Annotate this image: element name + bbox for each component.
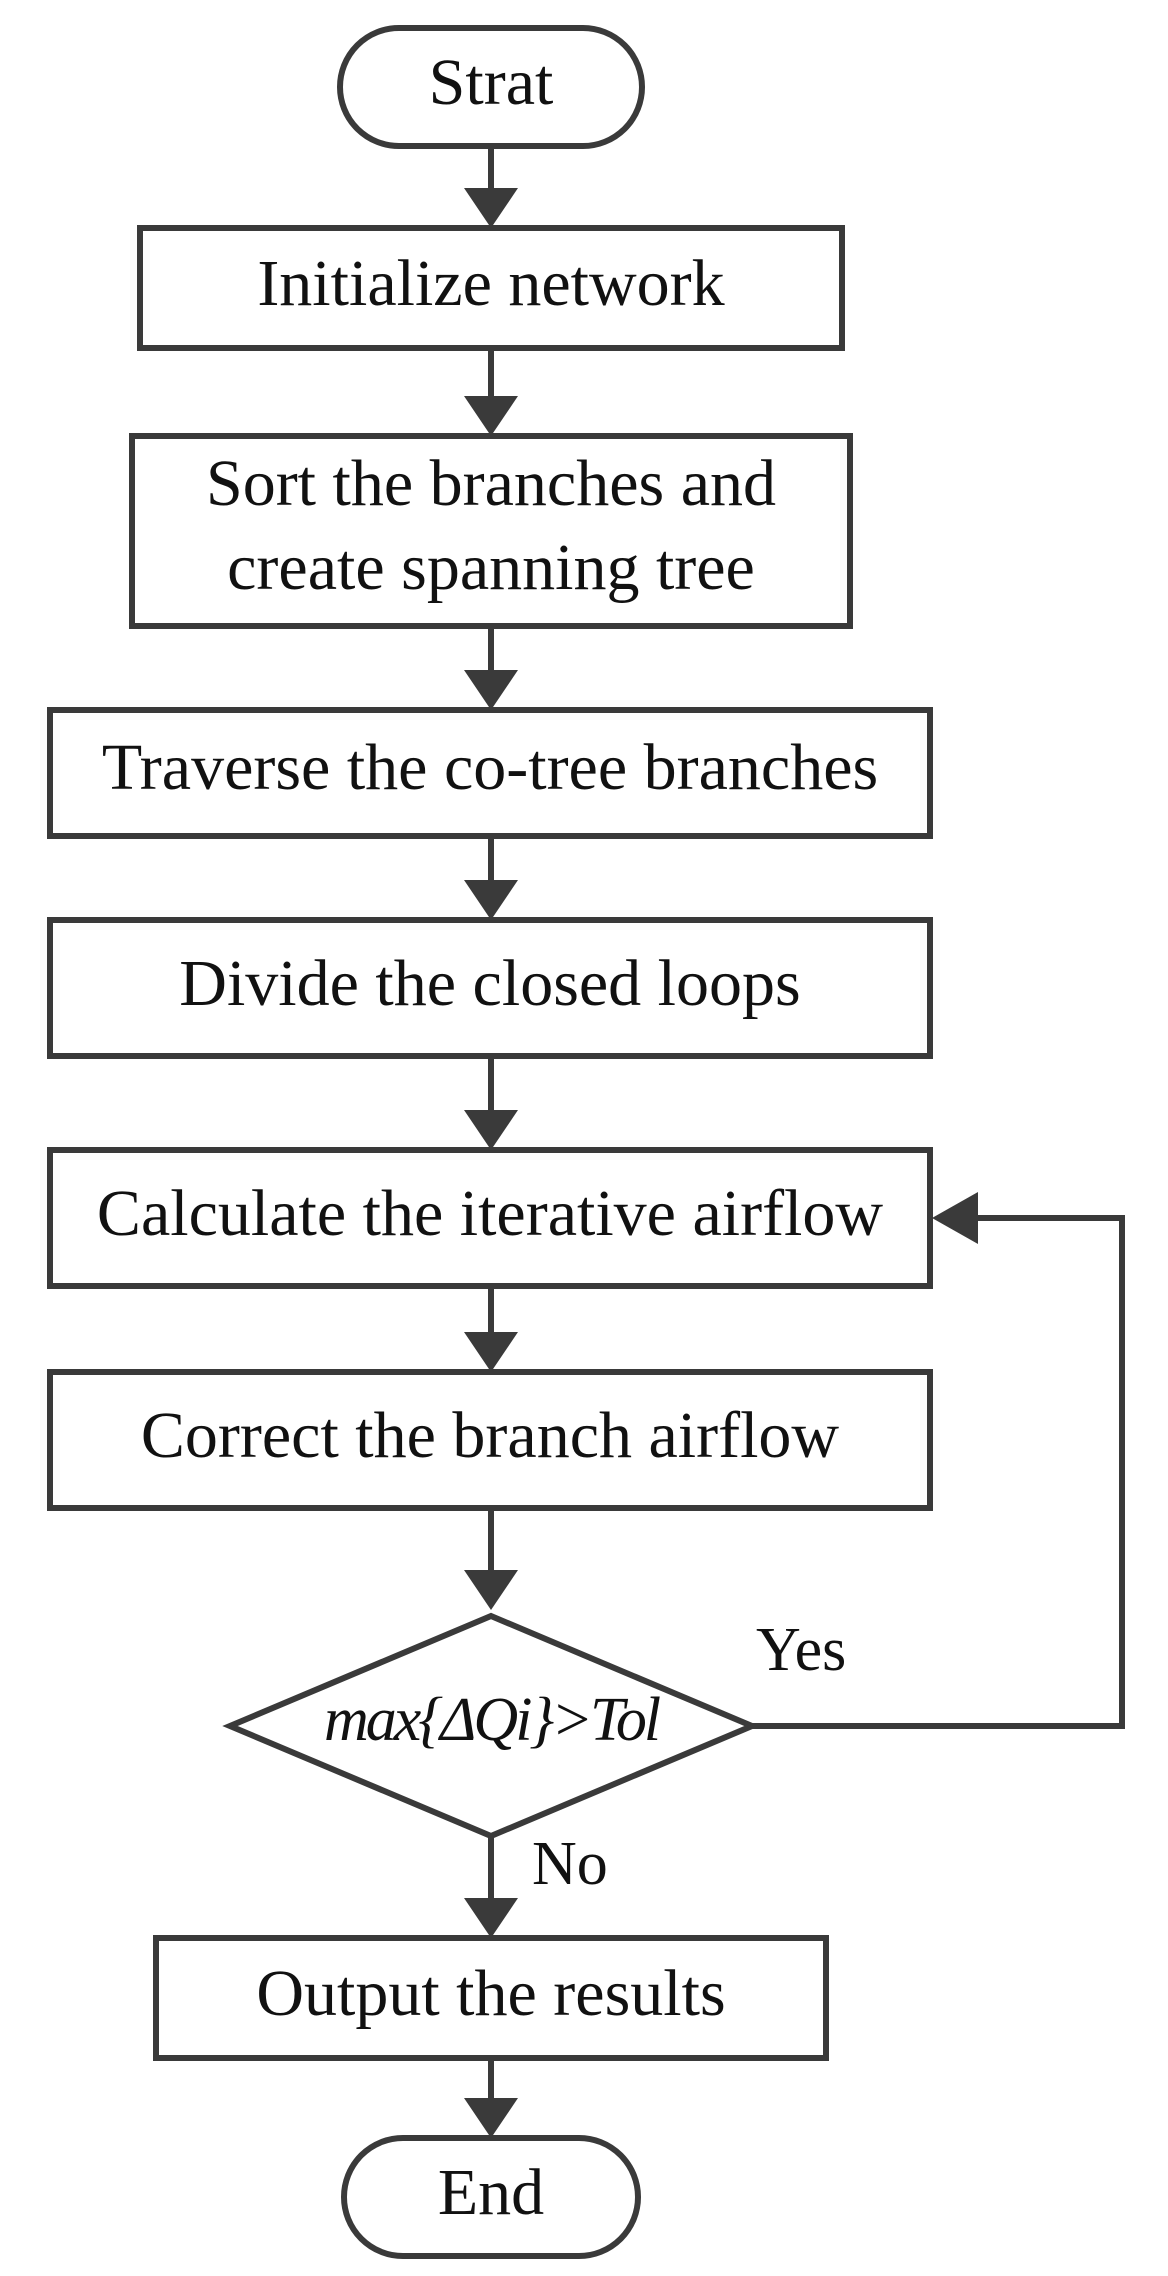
connector-sort-traverse <box>464 626 518 710</box>
divide-label: Divide the closed loops <box>179 947 800 1020</box>
start-label: Strat <box>429 46 554 119</box>
init-node: Initialize network <box>137 225 845 351</box>
start-node: Strat <box>337 25 645 149</box>
correct-label: Correct the branch airflow <box>141 1399 840 1472</box>
decision-node: max{ΔQi}>Tol <box>222 1612 760 1840</box>
connector-start-init <box>464 146 518 228</box>
traverse-label: Traverse the co-tree branches <box>102 731 878 804</box>
connector-output-end <box>464 2058 518 2138</box>
sort-node: Sort the branches and create spanning tr… <box>129 433 853 629</box>
sort-label-line1: Sort the branches and <box>206 447 776 520</box>
connector-calculate-correct <box>464 1286 518 1372</box>
traverse-node: Traverse the co-tree branches <box>47 707 933 839</box>
connector-init-sort <box>464 348 518 436</box>
decision-label: max{ΔQi}>Tol <box>324 1686 660 1754</box>
connector-traverse-divide <box>464 836 518 920</box>
yes-label: Yes <box>756 1616 846 1684</box>
divide-node: Divide the closed loops <box>47 917 933 1059</box>
connector-no: No <box>464 1830 608 1938</box>
end-node: End <box>341 2135 641 2259</box>
connector-divide-calculate <box>464 1056 518 1150</box>
sort-label-line2: create spanning tree <box>227 531 755 604</box>
calculate-node: Calculate the iterative airflow <box>47 1147 933 1289</box>
connector-correct-decision <box>464 1508 518 1610</box>
correct-node: Correct the branch airflow <box>47 1369 933 1511</box>
connector-yes-loop: Yes <box>752 1192 1125 1729</box>
no-label: No <box>532 1830 608 1898</box>
init-label: Initialize network <box>257 247 724 320</box>
calculate-label: Calculate the iterative airflow <box>97 1177 883 1250</box>
output-node: Output the results <box>153 1935 829 2061</box>
end-label: End <box>438 2156 544 2229</box>
output-label: Output the results <box>256 1957 725 2030</box>
